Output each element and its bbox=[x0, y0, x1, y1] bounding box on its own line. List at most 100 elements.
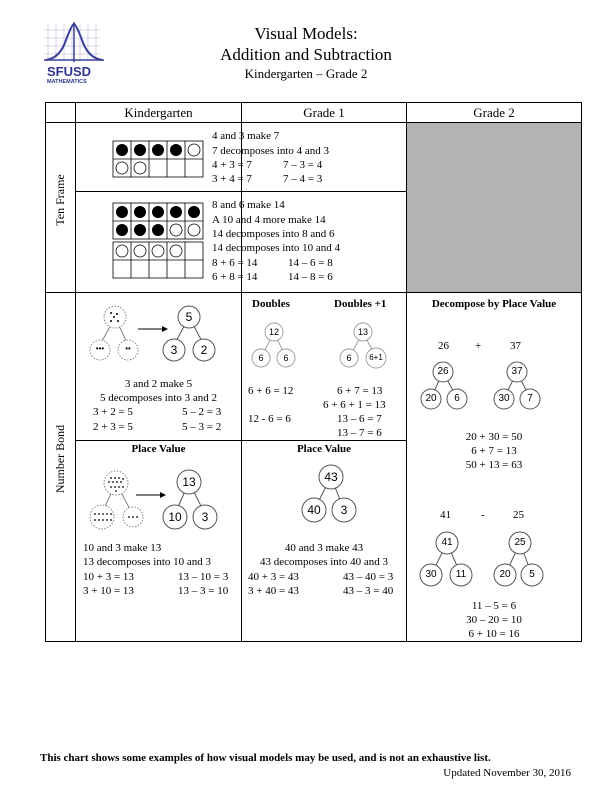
g2-sub-bonds bbox=[419, 531, 544, 587]
g2-add-op: + bbox=[475, 340, 482, 352]
g1-doubles-part2: 6 bbox=[283, 353, 289, 363]
logo-text: SFUSD bbox=[47, 64, 92, 79]
tenframe1-eq3: 3 + 4 = 7 bbox=[212, 173, 252, 185]
tenframe2-line3: 14 decomposes into 8 and 6 bbox=[212, 228, 335, 240]
g2-sub-op: - bbox=[481, 509, 485, 521]
logo-graph-icon bbox=[44, 22, 104, 62]
g1-place-line1: 40 and 3 make 43 bbox=[284, 542, 364, 554]
g2-add-line2: 6 + 7 = 13 bbox=[471, 445, 517, 457]
tenframe1-eq1: 4 + 3 = 7 bbox=[212, 159, 252, 171]
k-bond-line1: 3 and 2 make 5 bbox=[124, 378, 193, 390]
g1-place-number-bond bbox=[301, 464, 357, 523]
g2-add-b: 37 bbox=[510, 340, 521, 352]
g2-sub-line2: 30 – 20 = 10 bbox=[466, 614, 522, 626]
g1-place-part-a: 40 bbox=[307, 503, 321, 517]
footer-updated: Updated November 30, 2016 bbox=[443, 767, 571, 779]
col-header-kindergarten: Kindergarten bbox=[124, 105, 193, 120]
col-header-grade2: Grade 2 bbox=[473, 105, 515, 120]
tenframe2-eq3: 6 + 8 = 14 bbox=[212, 271, 258, 283]
ten-frame-seven bbox=[112, 140, 204, 178]
k-bond-line2: 5 decomposes into 3 and 2 bbox=[99, 392, 217, 404]
k-bond-whole: 5 bbox=[185, 310, 193, 324]
tenframe2-eq4: 14 – 8 = 6 bbox=[288, 271, 333, 283]
tenframe2-line4: 14 decomposes into 10 and 4 bbox=[212, 242, 341, 254]
tenframe1-eq4: 7 – 4 = 3 bbox=[283, 173, 323, 185]
g1-doublesplus1-part1: 6 bbox=[346, 353, 352, 363]
g2-sub-line3: 6 + 10 = 16 bbox=[468, 628, 520, 640]
g1-place-line2: 43 decomposes into 40 and 3 bbox=[259, 556, 388, 568]
k-dots-b: •• bbox=[125, 344, 131, 353]
k-place-heading: Place Value bbox=[131, 443, 186, 455]
tenframe2-eq1: 8 + 6 = 14 bbox=[212, 257, 258, 269]
k-place-part-b: 3 bbox=[201, 510, 209, 524]
g2-heading: Decompose by Place Value bbox=[431, 298, 557, 310]
sfusd-logo: SFUSD MATHEMATICS bbox=[44, 20, 104, 85]
g1-doublesplus1-part2: 6+1 bbox=[369, 353, 383, 362]
k-bond-eq1: 3 + 2 = 5 bbox=[93, 406, 133, 418]
k-place-eq4: 13 – 3 = 10 bbox=[178, 585, 229, 597]
col-header-grade1: Grade 1 bbox=[303, 105, 345, 120]
g1-doubles-eq2: 6 + 7 = 13 bbox=[337, 385, 383, 397]
k-place-line1: 10 and 3 make 13 bbox=[83, 542, 162, 554]
g1-doubles-part1: 6 bbox=[258, 353, 264, 363]
g2-sub-line1: 11 – 5 = 6 bbox=[471, 600, 517, 612]
g1-place-part-b: 3 bbox=[340, 503, 348, 517]
grade2-tenframe-shaded bbox=[407, 123, 581, 292]
g2-sub-b-whole: 25 bbox=[514, 537, 526, 548]
page-subtitle: Kindergarten – Grade 2 bbox=[244, 66, 368, 81]
g1-place-heading: Place Value bbox=[296, 443, 352, 455]
g2-add-bonds bbox=[420, 361, 541, 410]
g1-doubles-heading: Doubles bbox=[252, 298, 290, 310]
k-bond-eq2: 5 – 2 = 3 bbox=[182, 406, 222, 418]
tenframe1-line2: 7 decomposes into 4 and 3 bbox=[212, 145, 330, 157]
k-bond-eq4: 5 – 3 = 2 bbox=[182, 421, 222, 433]
g1-doubles-bonds bbox=[251, 322, 387, 369]
g1-place-eq1: 40 + 3 = 43 bbox=[248, 571, 299, 583]
g2-add-b-p1: 30 bbox=[498, 393, 510, 404]
g1-place-eq2: 43 – 40 = 3 bbox=[343, 571, 394, 583]
g1-place-whole: 43 bbox=[324, 470, 338, 484]
k-place-eq1: 10 + 3 = 13 bbox=[83, 571, 134, 583]
g1-doublesplus1-whole: 13 bbox=[357, 327, 368, 337]
g1-doubles-eq4: 12 - 6 = 6 bbox=[248, 413, 291, 425]
g1-doubles-whole: 12 bbox=[268, 327, 279, 337]
g1-doubles-eq1: 6 + 6 = 12 bbox=[248, 385, 294, 397]
g2-add-a: 26 bbox=[438, 340, 449, 352]
page-title-line2: Addition and Subtraction bbox=[220, 45, 392, 64]
tenframe2-line1: 8 and 6 make 14 bbox=[212, 199, 285, 211]
g2-add-a-p1: 20 bbox=[425, 393, 437, 404]
footer-note: This chart shows some examples of how vi… bbox=[40, 752, 491, 764]
tenframe1-line1: 4 and 3 make 7 bbox=[212, 130, 280, 142]
g2-sub-a-p2: 11 bbox=[455, 569, 467, 580]
tenframe2-line2: A 10 and 4 more make 14 bbox=[212, 214, 326, 226]
row-header-ten-frame: Ten Frame bbox=[53, 174, 67, 226]
g2-add-b-whole: 37 bbox=[511, 366, 523, 377]
g2-add-line1: 20 + 30 = 50 bbox=[465, 431, 523, 443]
g2-add-a-whole: 26 bbox=[437, 366, 449, 377]
g1-doubles-eq6: 13 – 7 = 6 bbox=[337, 427, 382, 439]
k-place-part-a: 10 bbox=[168, 510, 182, 524]
k-bond-part-b: 2 bbox=[200, 343, 208, 357]
tenframe1-eq2: 7 – 3 = 4 bbox=[283, 159, 323, 171]
g2-sub-b-p2: 5 bbox=[529, 569, 535, 580]
g1-doubles-eq5: 13 – 6 = 7 bbox=[337, 413, 382, 425]
ten-frame-fourteen bbox=[112, 202, 204, 279]
g1-doubles-eq3: 6 + 6 + 1 = 13 bbox=[323, 399, 386, 411]
k-dots-a: ••• bbox=[95, 344, 105, 353]
g2-add-a-p2: 6 bbox=[454, 393, 460, 404]
k-place-eq3: 3 + 10 = 13 bbox=[83, 585, 134, 597]
row-header-number-bond: Number Bond bbox=[53, 424, 67, 494]
tenframe2-eq2: 14 – 6 = 8 bbox=[288, 257, 333, 269]
k-place-number-bond bbox=[89, 469, 218, 530]
g2-sub-a-whole: 41 bbox=[441, 537, 453, 548]
g2-add-line3: 50 + 13 = 63 bbox=[465, 459, 523, 471]
k-place-eq2: 13 – 10 = 3 bbox=[178, 571, 229, 583]
k-dot-number-bond bbox=[89, 305, 216, 362]
g1-doubles-plus1-heading: Doubles +1 bbox=[334, 298, 387, 310]
g2-sub-b-p1: 20 bbox=[499, 569, 511, 580]
k-place-whole: 13 bbox=[182, 475, 196, 489]
g2-add-b-p2: 7 bbox=[527, 393, 533, 404]
k-bond-eq3: 2 + 3 = 5 bbox=[93, 421, 133, 433]
g2-sub-a: 41 bbox=[440, 509, 451, 521]
k-bond-part-a: 3 bbox=[170, 343, 178, 357]
